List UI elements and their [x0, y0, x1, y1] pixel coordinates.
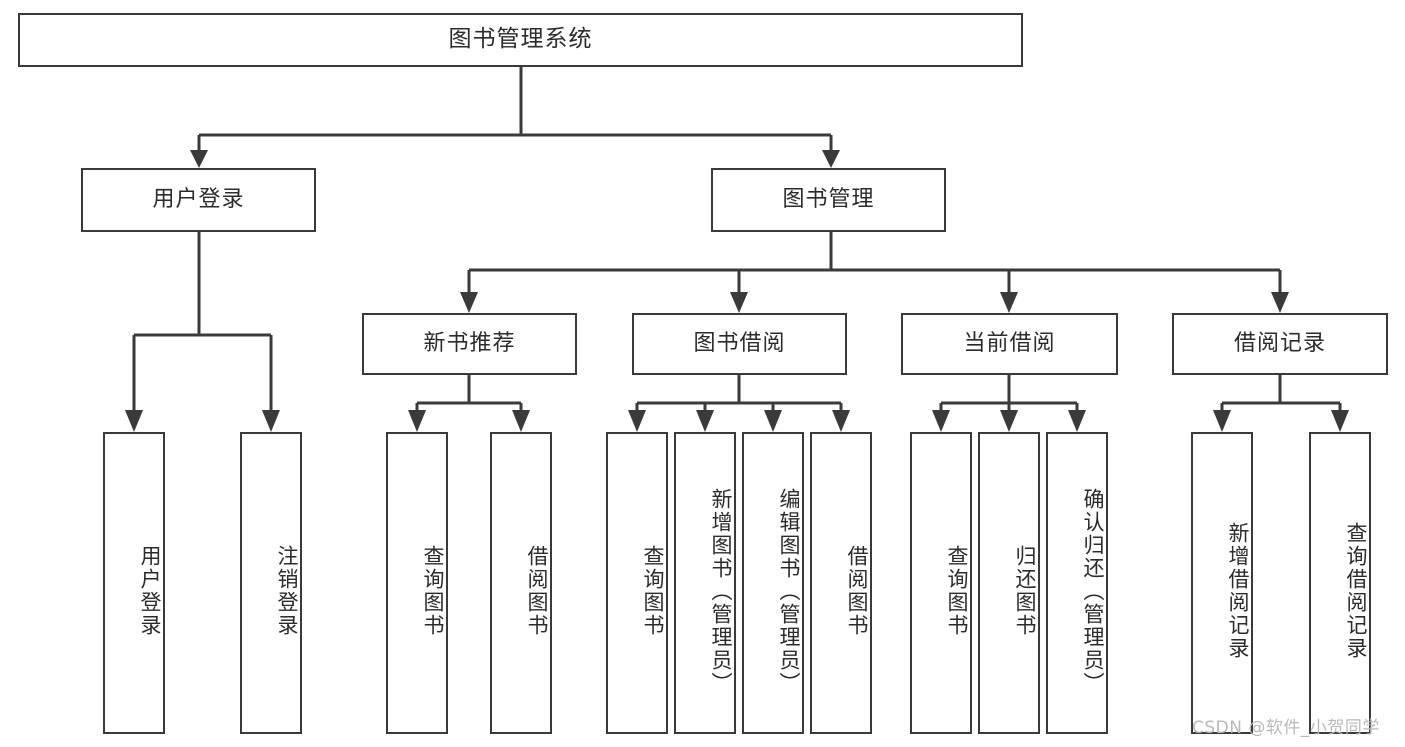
node-label: 用户登录 — [138, 545, 162, 637]
arrow-to-level3 — [730, 292, 748, 313]
arrow-to-level3 — [1271, 292, 1289, 313]
arrow-to-leaf — [1000, 410, 1018, 432]
leaf-edit-book-admin[interactable]: 编辑图书（管理员） — [742, 432, 804, 734]
node-new-book-recommendation[interactable]: 新书推荐 — [362, 313, 577, 375]
arrow-to-book-management — [822, 150, 840, 168]
node-label: 新增图书（管理员） — [709, 487, 733, 695]
node-label: 注销登录 — [275, 545, 299, 637]
arrow-to-level3 — [460, 292, 478, 313]
node-label: 当前借阅 — [963, 330, 1056, 356]
node-label: 用户登录 — [152, 186, 245, 212]
arrow-to-leaf — [628, 410, 646, 432]
node-label: 借阅图书 — [525, 545, 549, 637]
node-label: 归还图书 — [1013, 545, 1037, 637]
node-label: 编辑图书（管理员） — [777, 487, 801, 695]
leaf-confirm-return-admin[interactable]: 确认归还（管理员） — [1046, 432, 1108, 734]
node-borrowing-record[interactable]: 借阅记录 — [1172, 313, 1388, 375]
node-label: 借阅图书 — [845, 545, 869, 637]
arrow-to-leaf — [696, 410, 714, 432]
arrow-to-user-login — [190, 150, 208, 168]
arrow-to-leaf — [1331, 410, 1349, 432]
arrow-to-level3 — [1000, 292, 1018, 313]
node-book-management[interactable]: 图书管理 — [711, 168, 946, 232]
leaf-query-book-borrow[interactable]: 查询图书 — [606, 432, 668, 734]
node-label: 查询图书 — [945, 545, 969, 637]
leaf-user-login[interactable]: 用户登录 — [103, 432, 165, 734]
arrow-to-leaf — [512, 410, 530, 432]
leaf-query-borrow-record[interactable]: 查询借阅记录 — [1309, 432, 1371, 734]
leaf-return-book[interactable]: 归还图书 — [978, 432, 1040, 734]
node-label: 新书推荐 — [423, 330, 516, 356]
node-label: 确认归还（管理员） — [1081, 487, 1105, 695]
arrow-to-leaf — [262, 410, 280, 432]
node-label: 新增借阅记录 — [1226, 522, 1250, 660]
leaf-add-book-admin[interactable]: 新增图书（管理员） — [674, 432, 736, 734]
leaf-borrow-book-newbook[interactable]: 借阅图书 — [490, 432, 552, 734]
node-label: 查询图书 — [641, 545, 665, 637]
node-book-borrowing[interactable]: 图书借阅 — [632, 313, 847, 375]
leaf-query-book-current[interactable]: 查询图书 — [910, 432, 972, 734]
arrow-to-leaf — [932, 410, 950, 432]
node-current-borrowing[interactable]: 当前借阅 — [901, 313, 1118, 375]
arrow-to-leaf — [764, 410, 782, 432]
node-root-book-management-system[interactable]: 图书管理系统 — [18, 13, 1023, 67]
node-label: 图书管理 — [782, 186, 875, 212]
leaf-add-borrow-record[interactable]: 新增借阅记录 — [1191, 432, 1253, 734]
node-label: 查询图书 — [421, 545, 445, 637]
leaf-logout[interactable]: 注销登录 — [240, 432, 302, 734]
arrow-to-leaf — [1068, 410, 1086, 432]
arrow-to-leaf — [125, 410, 143, 432]
arrow-to-leaf — [408, 410, 426, 432]
leaf-query-book-newbook[interactable]: 查询图书 — [386, 432, 448, 734]
arrow-to-leaf — [832, 410, 850, 432]
node-label: 图书借阅 — [693, 330, 786, 356]
node-label: 借阅记录 — [1233, 330, 1326, 356]
leaf-borrow-book[interactable]: 借阅图书 — [810, 432, 872, 734]
arrow-to-leaf — [1213, 410, 1231, 432]
node-label: 查询借阅记录 — [1344, 522, 1368, 660]
node-label: 图书管理系统 — [448, 26, 593, 53]
node-user-login[interactable]: 用户登录 — [81, 168, 316, 232]
